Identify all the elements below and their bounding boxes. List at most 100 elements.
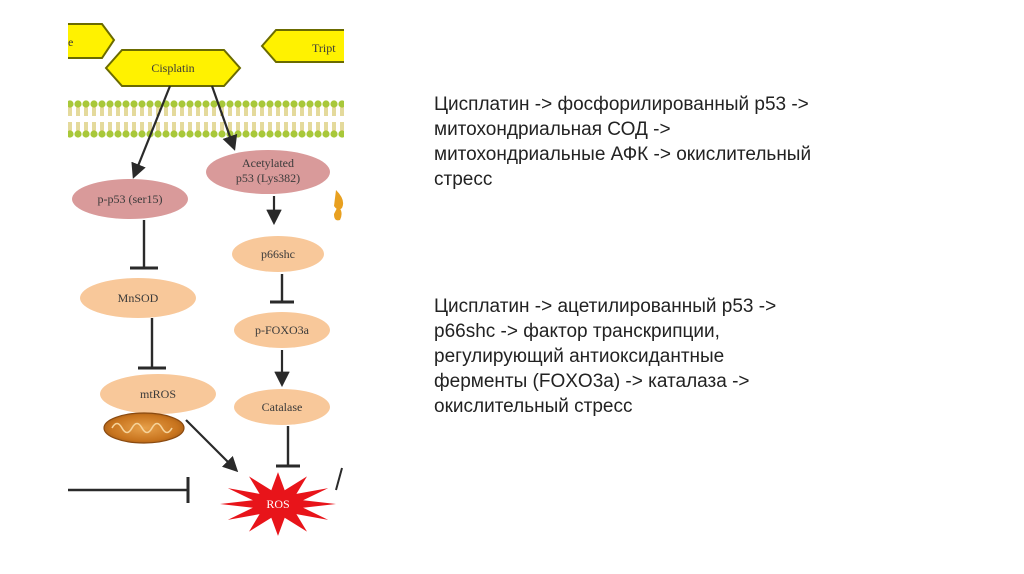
- membrane-head: [338, 130, 344, 138]
- membrane-head: [306, 100, 314, 108]
- membrane-head: [202, 130, 210, 138]
- membrane-head: [338, 100, 344, 108]
- cisplatin-hexagon: [104, 49, 242, 87]
- ros-label: ROS: [266, 497, 289, 511]
- membrane-head: [250, 100, 258, 108]
- membrane-head: [210, 130, 218, 138]
- membrane-head: [98, 130, 106, 138]
- membrane-head: [122, 130, 130, 138]
- membrane-head: [74, 130, 82, 138]
- catalase-label: Catalase: [262, 400, 303, 414]
- membrane-head: [330, 130, 338, 138]
- membrane-head: [130, 100, 138, 108]
- membrane-head: [298, 100, 306, 108]
- left-drug-label: e: [68, 35, 73, 49]
- membrane-head: [146, 100, 154, 108]
- arrow-cisplatin-to-acetylated: [210, 85, 238, 151]
- membrane-head: [282, 100, 290, 108]
- membrane-head: [82, 130, 90, 138]
- membrane-head: [322, 100, 330, 108]
- membrane-head: [154, 130, 162, 138]
- membrane-head: [68, 100, 74, 108]
- membrane-head: [274, 100, 282, 108]
- membrane-head: [242, 130, 250, 138]
- acetylated-p53-node: [206, 150, 330, 194]
- membrane-head: [178, 130, 186, 138]
- arrow-mtros-to-ros: [185, 419, 239, 473]
- membrane-head: [274, 130, 282, 138]
- pp53-label: p-p53 (ser15): [98, 192, 163, 206]
- membrane-head: [258, 130, 266, 138]
- membrane-head: [250, 130, 258, 138]
- mitochondrion-icon: [103, 412, 185, 444]
- membrane-head: [162, 130, 170, 138]
- cisplatin-pathway-diagram: e Cisplatin Tript Acetylated p53 (Lys382…: [68, 23, 344, 536]
- acetylated-p53-label-line2: p53 (Lys382): [236, 171, 300, 185]
- membrane-head: [74, 100, 82, 108]
- right-edge-partial-arrow: [335, 467, 343, 491]
- membrane-head: [314, 100, 322, 108]
- membrane-head: [122, 100, 130, 108]
- cisplatin-label: Cisplatin: [151, 61, 194, 75]
- membrane-head: [138, 130, 146, 138]
- description-block-acetylated-path: Цисплатин -> ацетилированный p53 -> p66s…: [434, 296, 777, 417]
- mtros-label: mtROS: [140, 387, 176, 401]
- membrane-head: [306, 130, 314, 138]
- membrane-head: [330, 100, 338, 108]
- right-edge-partial-shape: [334, 190, 344, 221]
- cell-membrane: [68, 100, 344, 138]
- membrane-head: [90, 130, 98, 138]
- left-drug-hexagon: [68, 23, 116, 59]
- membrane-head: [226, 100, 234, 108]
- arrow-cisplatin-to-pp53: [131, 85, 172, 179]
- mnsod-node: [80, 278, 196, 318]
- membrane-head: [202, 100, 210, 108]
- description-block-phosphorylated-path: Цисплатин -> фосфорилированный p53 -> ми…: [434, 94, 812, 190]
- acetylated-p53-label-line1: Acetylated: [242, 156, 294, 170]
- membrane-head: [298, 130, 306, 138]
- membrane-head: [82, 100, 90, 108]
- membrane-head: [186, 100, 194, 108]
- membrane-head: [314, 130, 322, 138]
- membrane-head: [170, 130, 178, 138]
- membrane-head: [186, 130, 194, 138]
- membrane-head: [114, 100, 122, 108]
- membrane-head: [218, 130, 226, 138]
- membrane-head: [322, 130, 330, 138]
- p66shc-node: [232, 236, 324, 272]
- membrane-head: [290, 130, 298, 138]
- right-drug-hexagon: [260, 29, 344, 63]
- membrane-head: [98, 100, 106, 108]
- membrane-head: [218, 100, 226, 108]
- membrane-head: [106, 100, 114, 108]
- membrane-head: [234, 130, 242, 138]
- membrane-head: [266, 100, 274, 108]
- right-drug-label: Tript: [312, 41, 336, 55]
- pp53-node: [72, 179, 188, 219]
- membrane-head: [90, 100, 98, 108]
- membrane-head: [234, 100, 242, 108]
- membrane-head: [178, 100, 186, 108]
- membrane-head: [106, 130, 114, 138]
- mnsod-label: MnSOD: [118, 291, 159, 305]
- membrane-head: [194, 100, 202, 108]
- membrane-head: [210, 100, 218, 108]
- catalase-node: [234, 389, 330, 425]
- membrane-head: [194, 130, 202, 138]
- ros-burst-icon: [220, 472, 336, 536]
- membrane-head: [154, 100, 162, 108]
- membrane-head: [282, 130, 290, 138]
- membrane-head: [242, 100, 250, 108]
- membrane-head: [130, 130, 138, 138]
- membrane-head: [68, 130, 74, 138]
- membrane-head: [290, 100, 298, 108]
- membrane-head: [266, 130, 274, 138]
- membrane-head: [114, 130, 122, 138]
- pfoxo3a-node: [234, 312, 330, 348]
- mtros-node: [100, 374, 216, 414]
- p66shc-label: p66shc: [261, 247, 295, 261]
- membrane-head: [138, 100, 146, 108]
- membrane-head: [258, 100, 266, 108]
- membrane-head: [170, 100, 178, 108]
